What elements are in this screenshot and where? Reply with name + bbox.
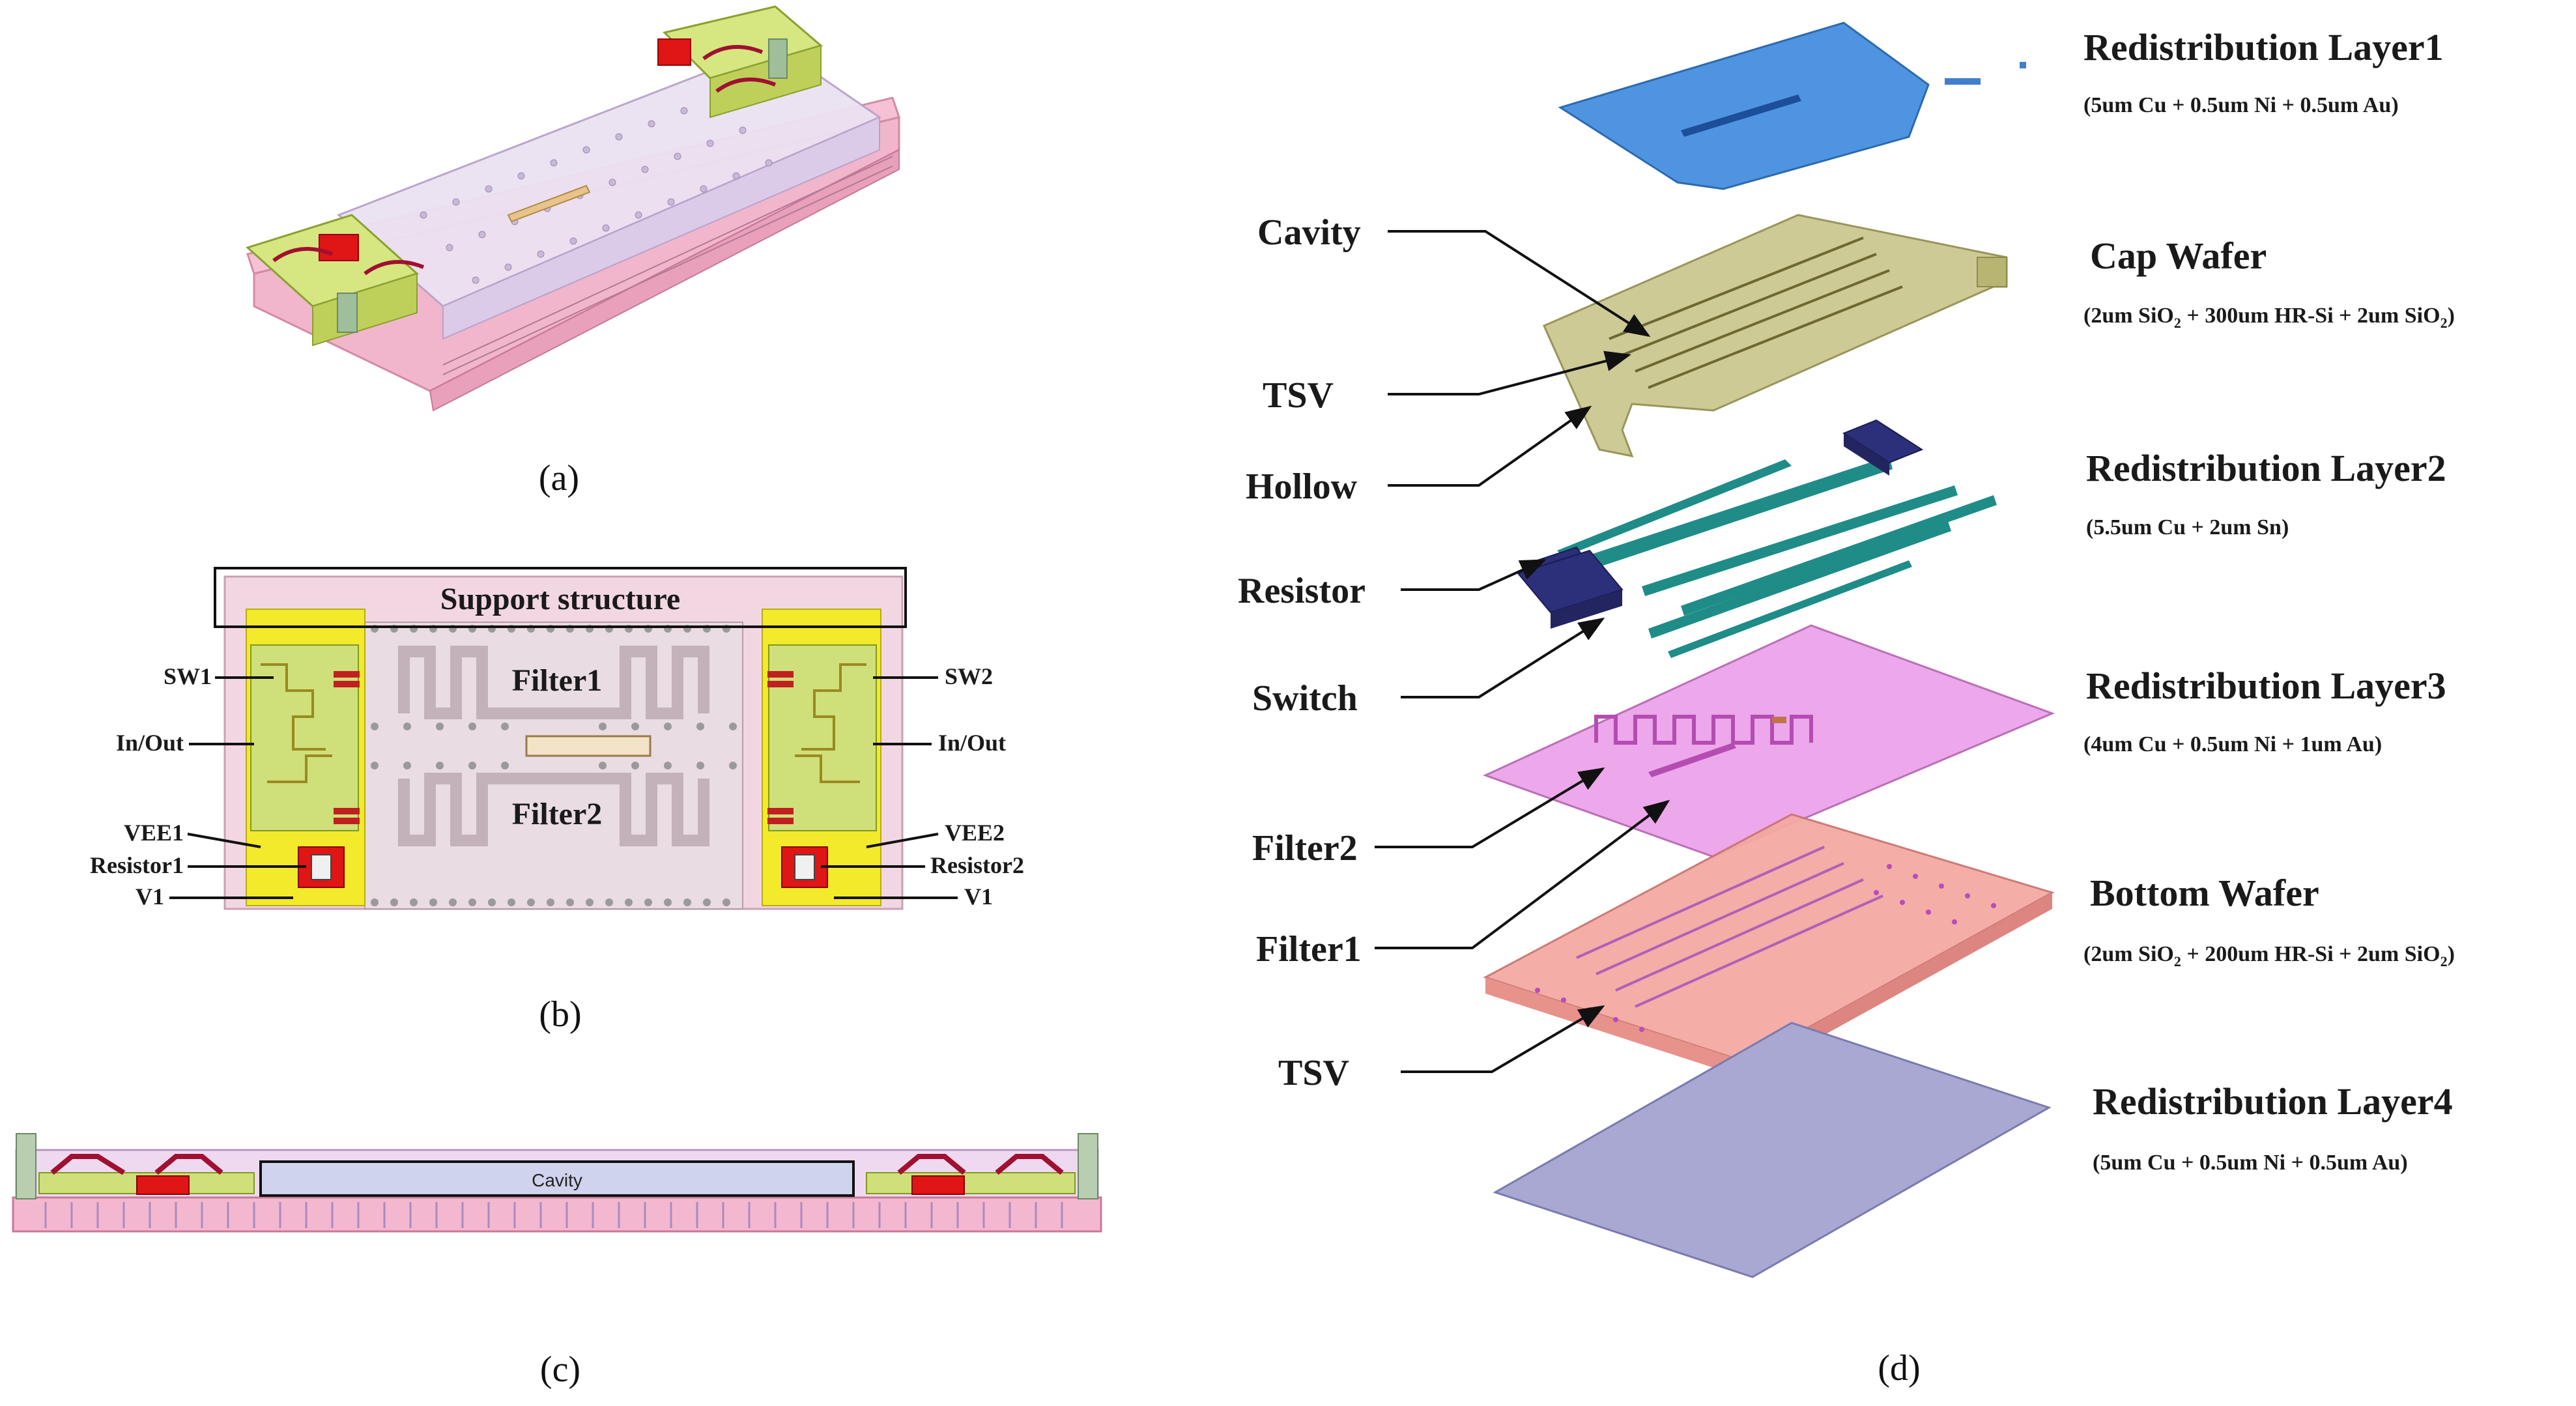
layer6-spec: (5um Cu + 0.5um Ni + 0.5um Au) xyxy=(2093,1151,2408,1175)
resistor2-label: Resistor2 xyxy=(930,852,1024,878)
filter1-label-d: Filter1 xyxy=(1256,929,1362,969)
panel-c-cross-section xyxy=(12,1133,1102,1233)
layer6-title: Redistribution Layer4 xyxy=(2093,1080,2453,1123)
layer3-title: Redistribution Layer2 xyxy=(2086,447,2446,489)
panel-b-leader-lines xyxy=(169,676,958,899)
resistor1-label: Resistor1 xyxy=(90,852,184,878)
rdl3-layer xyxy=(1483,624,2055,858)
layer5-title: Bottom Wafer xyxy=(2090,872,2319,914)
cap-wafer-layer xyxy=(1543,214,2008,458)
layer3-spec: (5.5um Cu + 2um Sn) xyxy=(2086,515,2289,539)
filter1-label-b: Filter1 xyxy=(512,663,603,698)
layer4-spec: (4um Cu + 0.5um Ni + 1um Au) xyxy=(2083,732,2382,756)
tsv-bottom-label: TSV xyxy=(1278,1053,1349,1093)
layer2-spec: (2um SiO2 + 300um HR-Si + 2um SiO2) xyxy=(2083,304,2455,331)
filter2-label-b: Filter2 xyxy=(512,797,603,831)
v1-left-label: V1 xyxy=(136,883,164,910)
vee1-label: VEE1 xyxy=(124,820,184,846)
panel-d-exploded-stack xyxy=(1483,22,2055,1278)
layer2-title: Cap Wafer xyxy=(2090,235,2267,277)
inout-left-label: In/Out xyxy=(116,730,184,756)
layer5-spec: (2um SiO2 + 200um HR-Si + 2um SiO2) xyxy=(2083,942,2455,969)
filter2-label-d: Filter2 xyxy=(1252,828,1358,868)
rdl1-layer xyxy=(1558,22,1930,190)
layer1-title: Redistribution Layer1 xyxy=(2083,26,2444,68)
panel-b-layout xyxy=(214,567,907,910)
inout-right-label: In/Out xyxy=(938,730,1006,756)
panel-c-caption: (c) xyxy=(540,1349,580,1390)
panel-a-caption: (a) xyxy=(539,458,579,498)
cavity-label-c: Cavity xyxy=(532,1170,582,1190)
cavity-label-d: Cavity xyxy=(1257,212,1361,253)
switch-label-d: Switch xyxy=(1252,678,1358,719)
rdl4-layer xyxy=(1493,1022,2052,1278)
support-structure-label: Support structure xyxy=(440,582,680,616)
panel-d-leader-lines xyxy=(1375,230,1670,1073)
vee2-label: VEE2 xyxy=(945,820,1005,846)
panel-a-package-3d xyxy=(246,5,900,412)
sw1-label: SW1 xyxy=(164,663,212,689)
panel-b-caption: (b) xyxy=(539,994,581,1035)
v1-right-label: V1 xyxy=(964,883,993,910)
tsv-top-label: TSV xyxy=(1263,375,1334,416)
sw2-label: SW2 xyxy=(945,663,993,689)
rdl2-layer xyxy=(1517,419,1997,658)
resistor-label-d: Resistor xyxy=(1238,571,1366,611)
panel-d-caption: (d) xyxy=(1878,1348,1920,1388)
hollow-label: Hollow xyxy=(1246,466,1358,507)
layer1-spec: (5um Cu + 0.5um Ni + 0.5um Au) xyxy=(2083,93,2399,117)
layer4-title: Redistribution Layer3 xyxy=(2086,665,2446,707)
